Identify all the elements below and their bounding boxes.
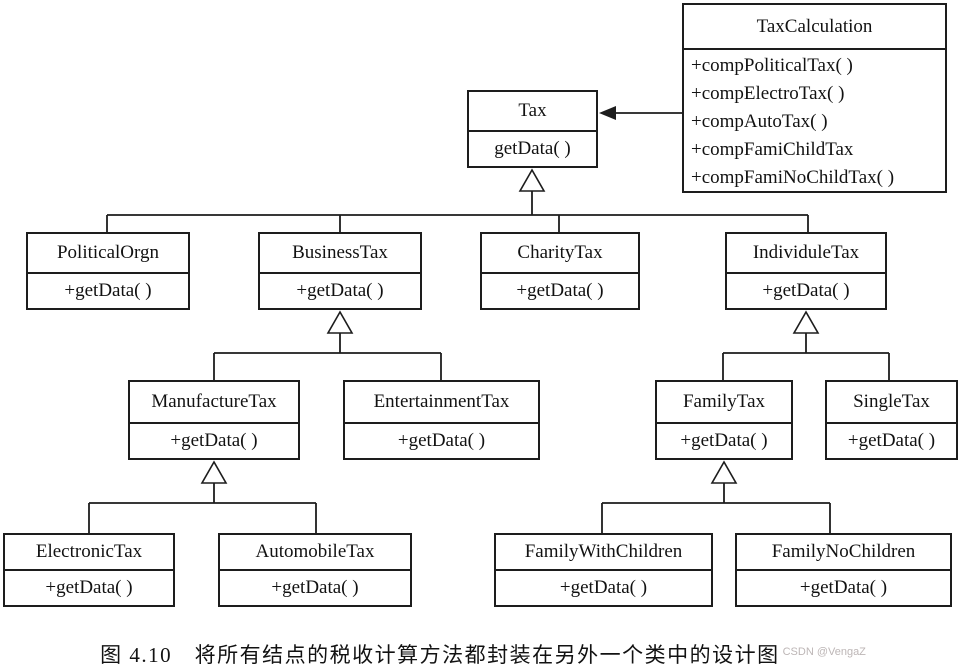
generalization-businesstax-to-children	[213, 310, 442, 380]
class-title: FamilyWithChildren	[496, 535, 711, 571]
class-methods: +getData( )	[496, 571, 711, 605]
class-methods: +getData( )	[130, 424, 298, 458]
class-methods: +getData( )	[727, 274, 885, 308]
class-automobiletax: AutomobileTax +getData( )	[218, 533, 412, 607]
class-method: +getData( )	[559, 577, 648, 598]
class-methods: +getData( )	[28, 274, 188, 308]
class-title: ManufactureTax	[130, 382, 298, 424]
class-method: +compElectroTax( )	[691, 83, 845, 104]
class-method: +getData( )	[397, 430, 486, 451]
watermark: CSDN @VengaZ	[782, 646, 866, 658]
class-method: +getData( )	[799, 577, 888, 598]
class-electronictax: ElectronicTax +getData( )	[3, 533, 175, 607]
class-method: +getData( )	[170, 430, 258, 451]
class-methods: +getData( )	[827, 424, 956, 458]
class-title: FamilyNoChildren	[737, 535, 950, 571]
generalization-individuletax-to-children	[722, 310, 890, 380]
class-title: SingleTax	[827, 382, 956, 424]
class-method: +getData( )	[847, 430, 936, 451]
hollow-triangle-icon	[326, 310, 354, 334]
class-method: +getData( )	[64, 280, 152, 301]
class-familytax: FamilyTax +getData( )	[655, 380, 793, 460]
class-title: PoliticalOrgn	[28, 234, 188, 274]
class-title: Tax	[469, 92, 596, 132]
class-tax: Tax getData( )	[467, 90, 598, 168]
generalization-tax-to-children	[106, 168, 809, 232]
class-entertainmenttax: EntertainmentTax +getData( )	[343, 380, 540, 460]
class-title: ElectronicTax	[5, 535, 173, 571]
class-familywithchildren: FamilyWithChildren +getData( )	[494, 533, 713, 607]
hollow-triangle-icon	[200, 460, 228, 484]
class-method: +getData( )	[271, 577, 359, 598]
class-methods: +getData( )	[482, 274, 638, 308]
class-singletax: SingleTax +getData( )	[825, 380, 958, 460]
class-individuletax: IndividuleTax +getData( )	[725, 232, 887, 310]
class-methods: +getData( )	[5, 571, 173, 605]
class-title: TaxCalculation	[684, 5, 945, 50]
filled-arrowhead-icon	[599, 106, 616, 120]
class-taxcalculation: TaxCalculation +compPoliticalTax( ) +com…	[682, 3, 947, 193]
class-businesstax: BusinessTax +getData( )	[258, 232, 422, 310]
class-method: +compAutoTax( )	[691, 111, 828, 132]
figure-caption-text: 图 4.10 将所有结点的税收计算方法都封装在另外一个类中的设计图	[100, 643, 780, 667]
class-method: +getData( )	[516, 280, 604, 301]
class-methods: +getData( )	[657, 424, 791, 458]
class-politicalorgn: PoliticalOrgn +getData( )	[26, 232, 190, 310]
class-methods: +getData( )	[220, 571, 410, 605]
class-methods: getData( )	[469, 132, 596, 166]
class-method: +getData( )	[296, 280, 384, 301]
class-method: +compFamiNoChildTax( )	[691, 167, 895, 188]
class-title: BusinessTax	[260, 234, 420, 274]
association-taxcalculation-to-tax	[599, 106, 682, 120]
class-familynochildren: FamilyNoChildren +getData( )	[735, 533, 952, 607]
class-method: +getData( )	[45, 577, 133, 598]
class-title: AutomobileTax	[220, 535, 410, 571]
hollow-triangle-icon	[710, 460, 738, 484]
class-method: getData( )	[494, 138, 571, 159]
class-methods: +getData( )	[345, 424, 538, 458]
class-method: +compFamiChildTax	[691, 139, 854, 160]
class-method: +getData( )	[762, 280, 850, 301]
class-title: EntertainmentTax	[345, 382, 538, 424]
class-methods: +getData( )	[737, 571, 950, 605]
class-manufacturetax: ManufactureTax +getData( )	[128, 380, 300, 460]
class-title: CharityTax	[482, 234, 638, 274]
class-method: +compPoliticalTax( )	[691, 55, 853, 76]
class-title: IndividuleTax	[727, 234, 885, 274]
hollow-triangle-icon	[792, 310, 820, 334]
class-methods: +getData( )	[260, 274, 420, 308]
class-title: FamilyTax	[657, 382, 791, 424]
class-method: +getData( )	[680, 430, 768, 451]
class-charitytax: CharityTax +getData( )	[480, 232, 640, 310]
hollow-triangle-icon	[518, 168, 546, 192]
generalization-familytax-to-children	[601, 460, 831, 533]
class-methods: +compPoliticalTax( ) +compElectroTax( ) …	[684, 50, 945, 194]
generalization-manufacturetax-to-children	[88, 460, 317, 533]
